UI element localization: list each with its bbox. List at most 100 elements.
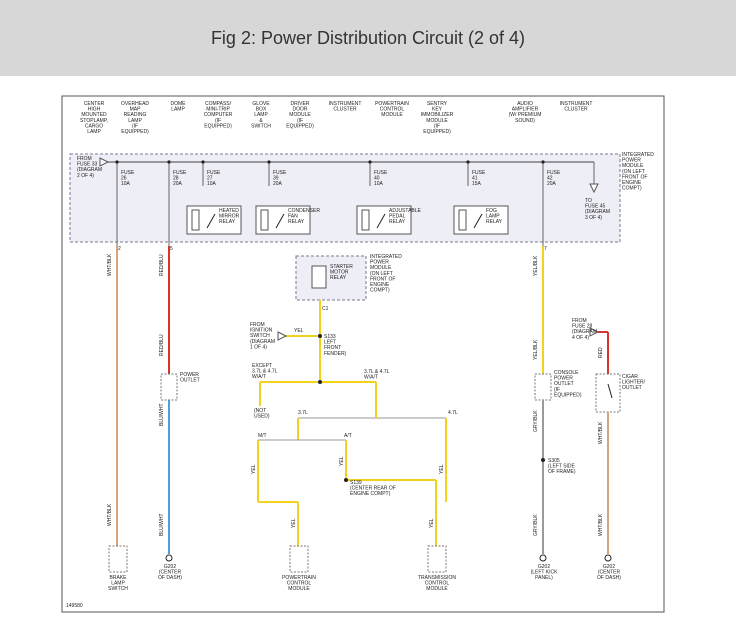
relay-coil	[458, 209, 467, 231]
fuse-junction	[115, 160, 119, 164]
svg-text:YEL/BLK: YEL/BLK	[533, 339, 539, 360]
brake-lamp-switch	[108, 545, 128, 573]
tcm	[427, 545, 447, 573]
wire-code-tan: WHT/BLK	[107, 253, 113, 276]
wire-code-red: RED/BLU	[159, 254, 165, 276]
svg-text:WHT/BLK: WHT/BLK	[107, 503, 113, 526]
relay-coil	[191, 209, 200, 231]
relay-switch	[376, 213, 386, 229]
header-bar: Fig 2: Power Distribution Circuit (2 of …	[0, 0, 736, 76]
wire-code-blu: BLU/WHT	[159, 404, 165, 427]
starter-relay-box	[295, 255, 367, 301]
svg-text:YEL: YEL	[429, 518, 435, 528]
svg-text:YEL: YEL	[291, 518, 297, 528]
svg-text:3.7L: 3.7L	[298, 410, 308, 416]
svg-text:A/T: A/T	[344, 433, 352, 439]
figure-id: 149580	[66, 603, 83, 609]
pcm-bottom	[289, 545, 309, 573]
svg-text:YEL/BLK: YEL/BLK	[533, 255, 539, 276]
relay-switch	[473, 213, 483, 229]
fuse-junction	[267, 160, 271, 164]
relay-coil	[361, 209, 370, 231]
svg-text:RED: RED	[598, 347, 604, 358]
fuse-junction	[368, 160, 372, 164]
relay-switch	[275, 213, 285, 229]
ipm-box	[69, 153, 621, 243]
fuse-junction	[541, 160, 545, 164]
svg-text:2: 2	[118, 246, 121, 252]
fuse-junction	[201, 160, 205, 164]
diagram-frame	[61, 95, 665, 613]
svg-text:7: 7	[544, 246, 547, 252]
wire-code-yel-ignition: YEL	[294, 328, 304, 334]
svg-text:WHT/BLK: WHT/BLK	[598, 513, 604, 536]
svg-text:BLU/WHT: BLU/WHT	[159, 514, 165, 537]
svg-text:RED/BLU: RED/BLU	[159, 334, 165, 356]
fuse-junction	[466, 160, 470, 164]
svg-text:4.7L: 4.7L	[448, 410, 458, 416]
svg-text:YEL: YEL	[439, 464, 445, 474]
svg-text:YEL: YEL	[251, 464, 257, 474]
svg-text:5: 5	[170, 246, 173, 252]
cigar-lighter	[595, 373, 621, 413]
fuse-junction	[167, 160, 171, 164]
svg-text:GRY/BLK: GRY/BLK	[533, 410, 539, 432]
bus-arrow-left	[99, 157, 110, 167]
svg-text:GRY/BLK: GRY/BLK	[533, 514, 539, 536]
svg-text:C1: C1	[322, 306, 329, 312]
svg-text:WHT/BLK: WHT/BLK	[598, 421, 604, 444]
relay-coil	[260, 209, 269, 231]
relay-switch	[206, 213, 216, 229]
console-outlet	[534, 373, 552, 401]
svg-text:M/T: M/T	[258, 433, 267, 439]
page-title: Fig 2: Power Distribution Circuit (2 of …	[210, 27, 526, 48]
